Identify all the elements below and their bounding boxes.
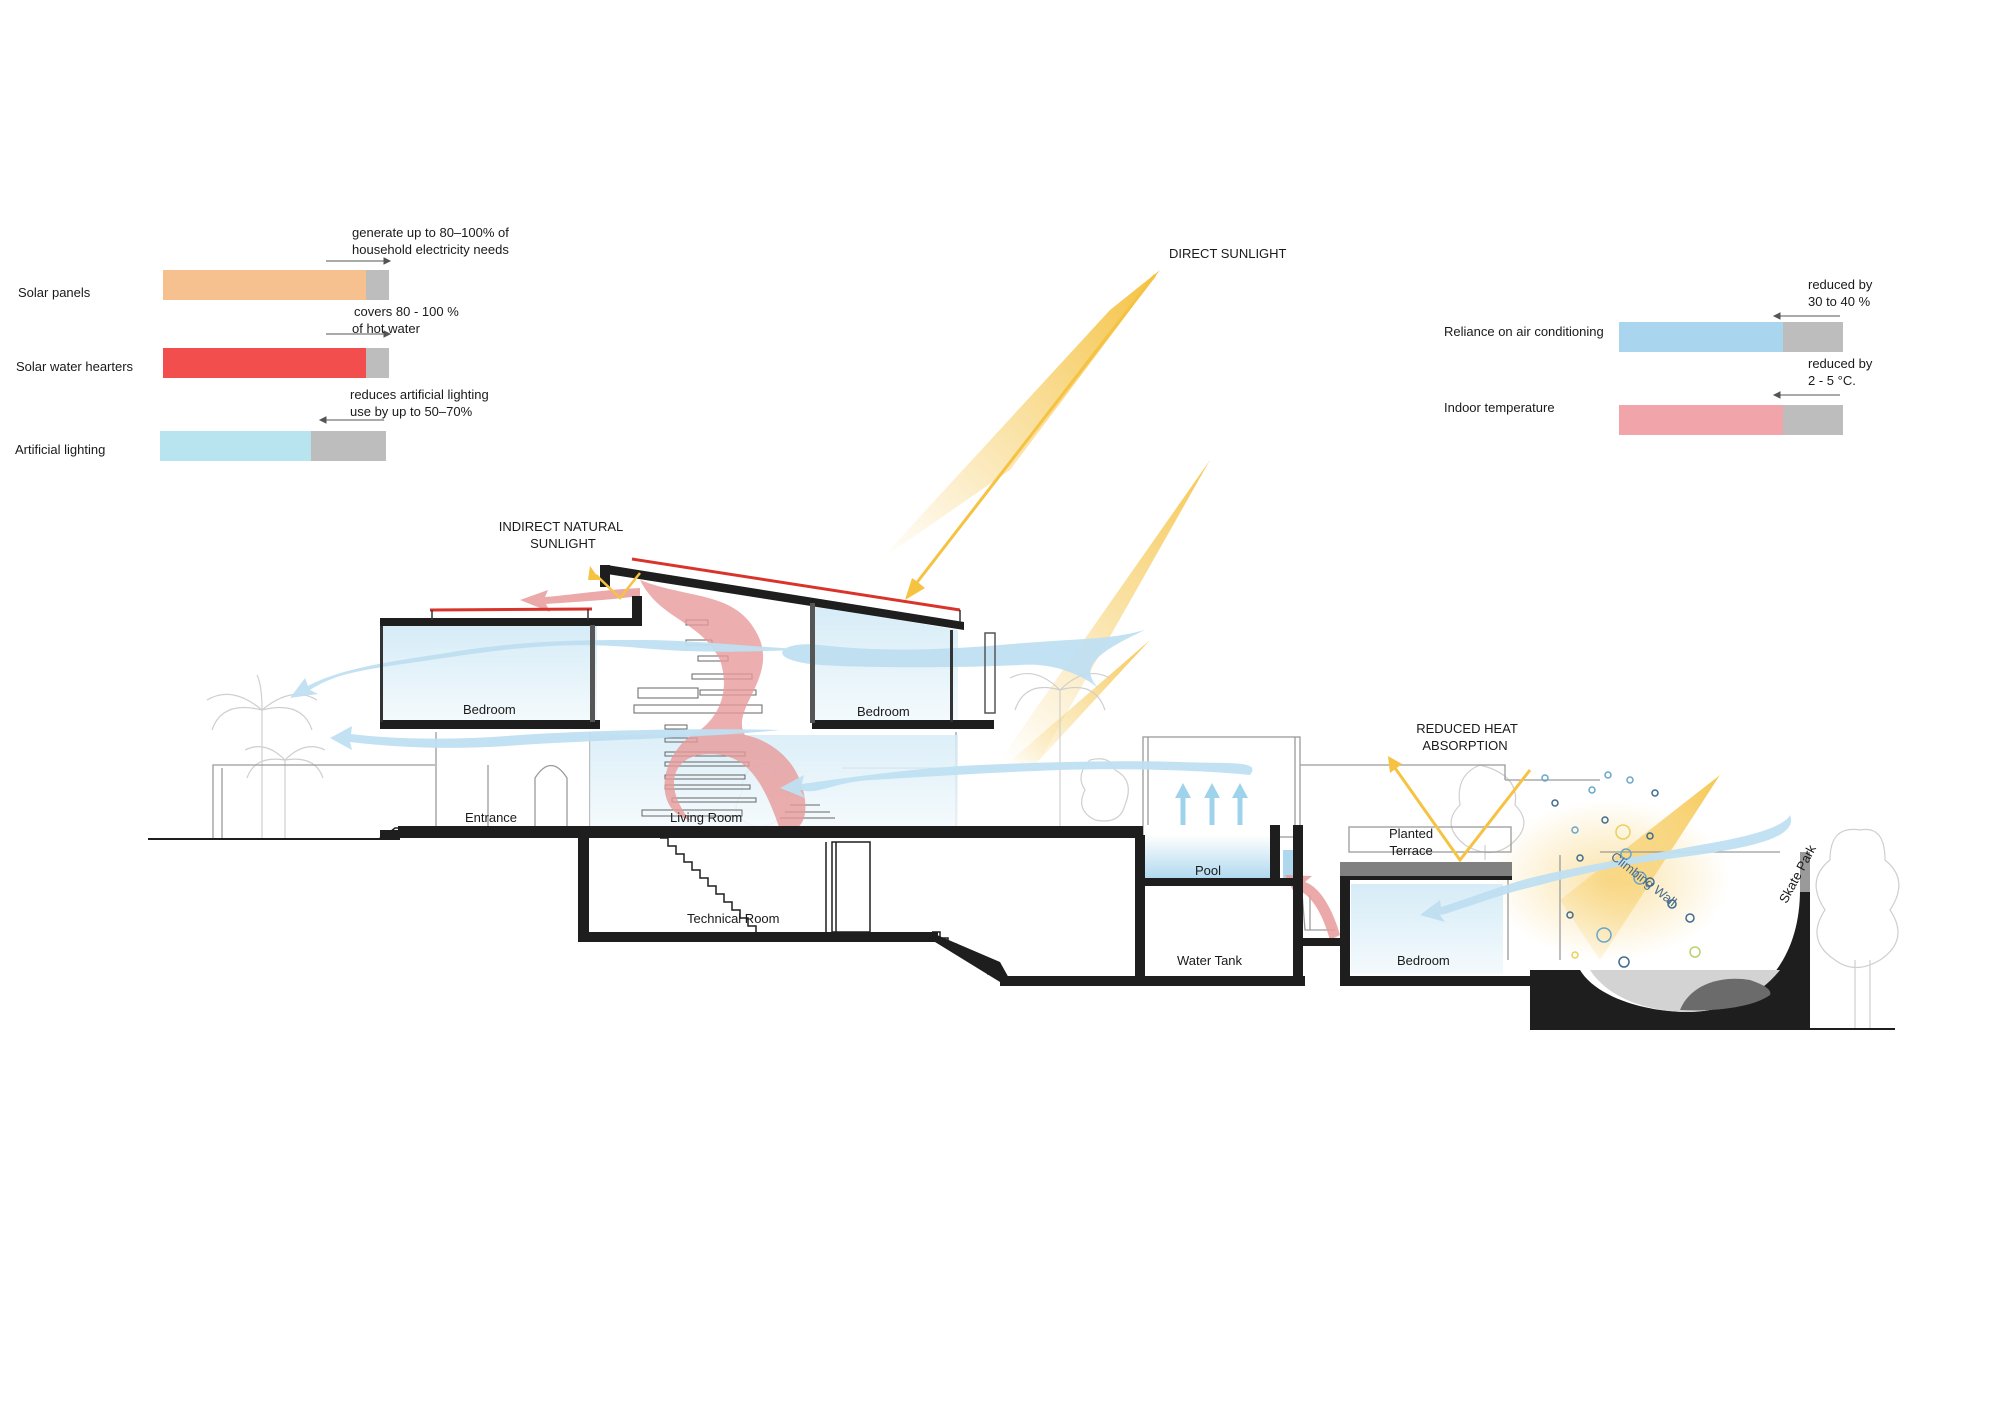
basement-stairs — [379, 827, 996, 975]
room-label-bedroom-left: Bedroom — [463, 702, 516, 717]
direct-sunlight-arrowhead — [905, 578, 925, 600]
sunlight-beam-low — [1000, 640, 1150, 770]
room-label-technical-room: Technical Room — [687, 911, 780, 926]
legend-note-arrows — [318, 257, 1840, 424]
warm-air-exhaust-arrow — [520, 588, 640, 612]
legend-label-indoor-temperature: Indoor temperature — [1444, 400, 1555, 415]
sunlight-beam-mid — [1000, 460, 1210, 760]
legend-bar-air-conditioning — [1619, 322, 1843, 352]
indirect-sunlight-arrow — [595, 572, 641, 600]
pool-water — [1143, 835, 1273, 880]
evaporation-arrow-heads — [1175, 783, 1248, 798]
reflected-heat-arrow — [1393, 767, 1532, 863]
label-indirect-sunlight-line1: INDIRECT NATURAL — [498, 519, 624, 534]
legend-bar-solar-water — [163, 348, 389, 378]
solar-panel-posts — [431, 609, 961, 622]
legend-note-artificial-lighting-line1: reduces artificial lighting — [350, 387, 489, 402]
legend-note-air-conditioning-line1: reduced by — [1808, 277, 1873, 292]
label-reduced-heat-line2: ABSORPTION — [1422, 738, 1508, 753]
evaporation-arrows — [1180, 795, 1243, 825]
legend-note-solar-water-line2: of hot water — [352, 321, 420, 336]
label-reduced-heat-line1: REDUCED HEAT — [1416, 721, 1518, 736]
legend-note-indoor-temperature-line1: reduced by — [1808, 356, 1873, 371]
solar-panels — [429, 557, 961, 612]
label-direct-sunlight: DIRECT SUNLIGHT — [1169, 246, 1287, 261]
reflected-heat-arrowhead — [1388, 756, 1402, 773]
room-label-bedroom-lower: Bedroom — [1397, 953, 1450, 968]
room-label-bedroom-right: Bedroom — [857, 704, 910, 719]
building-structure — [148, 565, 1895, 1030]
room-label-water-tank: Water Tank — [1177, 953, 1243, 968]
legend-bar-indoor-temperature — [1619, 405, 1843, 435]
room-label-pool: Pool — [1195, 863, 1222, 878]
legend-note-solar-panels-line2: household electricity needs — [352, 242, 509, 257]
legend-note-artificial-lighting-line2: use by up to 50–70% — [350, 404, 473, 419]
legend-label-artificial-lighting: Artificial lighting — [15, 442, 106, 457]
roof-vent — [984, 632, 996, 714]
legend-label-solar-water: Solar water hearters — [16, 359, 134, 374]
warm-airflow-plume — [640, 580, 806, 832]
climbing-wall-holds — [1541, 771, 1701, 968]
room-label-living-room: Living Room — [670, 810, 743, 825]
direct-sunlight-beam — [880, 270, 1160, 560]
legend-note-indoor-temperature-line2: 2 - 5 °C. — [1808, 373, 1856, 388]
room-label-entrance: Entrance — [465, 810, 518, 825]
pool-water-side — [1283, 850, 1295, 880]
legend-label-air-conditioning: Reliance on air conditioning — [1444, 324, 1604, 339]
indirect-sunlight-arrowhead — [588, 566, 600, 580]
climbing-wall-glow — [1490, 800, 1730, 960]
cool-airflow — [290, 630, 1792, 922]
legend-bar-solar-panels — [163, 270, 389, 300]
legend-bar-artificial-lighting — [160, 431, 386, 461]
room-label-planted-terrace-line1: Planted — [1388, 826, 1434, 841]
skate-bowl-shadow — [1680, 978, 1771, 1011]
direct-sunlight-arrow — [912, 274, 1157, 589]
legend-note-solar-panels-line1: generate up to 80–100% of — [352, 225, 509, 240]
legend-note-solar-water-line1: covers 80 - 100 % — [354, 304, 459, 319]
legend-label-solar-panels: Solar panels — [18, 285, 91, 300]
room-label-planted-terrace-line2: Terrace — [1389, 843, 1433, 858]
label-indirect-sunlight-line2: SUNLIGHT — [530, 536, 596, 551]
legend-note-air-conditioning-line2: 30 to 40 % — [1808, 294, 1871, 309]
